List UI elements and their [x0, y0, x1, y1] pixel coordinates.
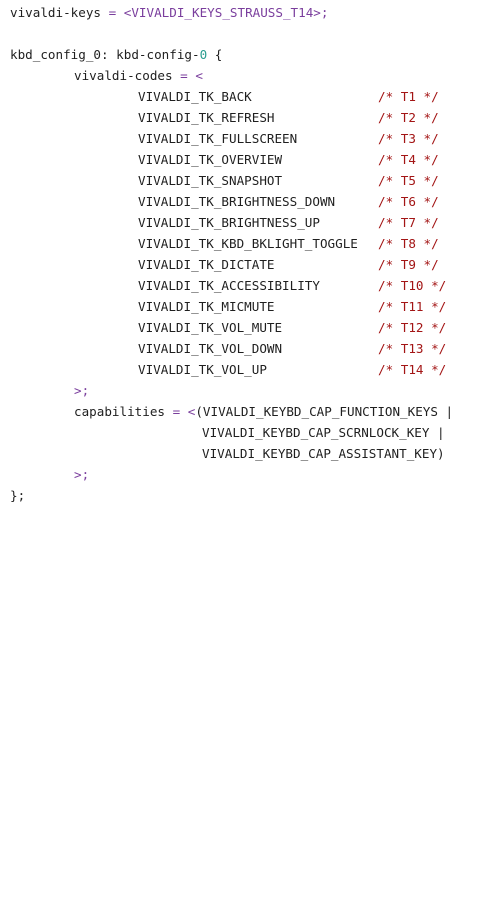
code-line-key: VIVALDI_TK_SNAPSHOT — [138, 170, 282, 191]
keys-equals: = — [101, 5, 124, 20]
caps-close: >; — [74, 467, 90, 482]
keys-value: <VIVALDI_KEYS_STRAUSS_T14> — [123, 5, 321, 20]
caps-value-3: VIVALDI_KEYBD_CAP_ASSISTANT_KEY) — [202, 446, 445, 461]
caps-value-1: (VIVALDI_KEYBD_CAP_FUNCTION_KEYS | — [195, 404, 454, 419]
codes-open-angle: < — [195, 68, 203, 83]
key-comment: /* T14 */ — [378, 362, 447, 377]
keys-property-name: vivaldi-keys — [10, 5, 101, 20]
code-line-kbd-config: kbd_config_0: kbd-config-0 { — [10, 44, 222, 65]
caps-property-name: capabilities — [74, 404, 165, 419]
code-line-capabilities: capabilities = <(VIVALDI_KEYBD_CAP_FUNCT… — [74, 401, 453, 422]
key-comment: /* T6 */ — [378, 194, 439, 209]
key-code-name: VIVALDI_TK_DICTATE — [138, 257, 275, 272]
key-comment: /* T9 */ — [378, 257, 439, 272]
code-line-key: VIVALDI_TK_DICTATE — [138, 254, 274, 275]
key-code-name: VIVALDI_TK_REFRESH — [138, 110, 275, 125]
key-comment: /* T13 */ — [378, 341, 447, 356]
key-comment: /* T11 */ — [378, 299, 447, 314]
code-line-key: VIVALDI_TK_BRIGHTNESS_DOWN — [138, 191, 335, 212]
code-line-vivaldi-codes: vivaldi-codes = < — [74, 65, 203, 86]
key-code-name: VIVALDI_TK_VOL_UP — [138, 362, 267, 377]
key-code-name: VIVALDI_TK_ACCESSIBILITY — [138, 278, 320, 293]
code-line-key: VIVALDI_TK_OVERVIEW — [138, 149, 282, 170]
config-node-number: 0 — [199, 47, 208, 62]
keys-semicolon: ; — [320, 5, 329, 20]
key-comment: /* T3 */ — [378, 131, 439, 146]
codes-equals: = — [172, 68, 196, 83]
key-comment: /* T7 */ — [378, 215, 439, 230]
key-comment: /* T5 */ — [378, 173, 439, 188]
code-line-key: VIVALDI_TK_KBD_BKLIGHT_TOGGLE — [138, 233, 358, 254]
key-code-name: VIVALDI_TK_KBD_BKLIGHT_TOGGLE — [138, 236, 358, 251]
key-comment: /* T8 */ — [378, 236, 439, 251]
code-line-key: VIVALDI_TK_VOL_MUTE — [138, 317, 282, 338]
key-code-name: VIVALDI_TK_BACK — [138, 89, 252, 104]
key-code-name: VIVALDI_TK_BRIGHTNESS_DOWN — [138, 194, 336, 209]
code-line-key: VIVALDI_TK_BRIGHTNESS_UP — [138, 212, 320, 233]
caps-value-2: VIVALDI_KEYBD_CAP_SCRNLOCK_KEY | — [202, 425, 445, 440]
key-comment: /* T2 */ — [378, 110, 439, 125]
codes-close: >; — [74, 383, 90, 398]
code-line-key: VIVALDI_TK_MICMUTE — [138, 296, 274, 317]
code-line-key: VIVALDI_TK_VOL_DOWN — [138, 338, 282, 359]
key-code-name: VIVALDI_TK_VOL_MUTE — [138, 320, 283, 335]
key-code-name: VIVALDI_TK_VOL_DOWN — [138, 341, 283, 356]
key-code-name: VIVALDI_TK_SNAPSHOT — [138, 173, 283, 188]
key-code-name: VIVALDI_TK_BRIGHTNESS_UP — [138, 215, 320, 230]
key-comment: /* T4 */ — [378, 152, 439, 167]
code-line-key: VIVALDI_TK_FULLSCREEN — [138, 128, 297, 149]
code-line-key: VIVALDI_TK_VOL_UP — [138, 359, 267, 380]
key-comment: /* T10 */ — [378, 278, 447, 293]
code-line-key: VIVALDI_TK_REFRESH — [138, 107, 274, 128]
key-code-name: VIVALDI_TK_MICMUTE — [138, 299, 275, 314]
code-line-vivaldi-keys: vivaldi-keys = <VIVALDI_KEYS_STRAUSS_T14… — [10, 2, 328, 23]
caps-equals: = — [165, 404, 188, 419]
config-open-brace: { — [207, 47, 223, 62]
config-colon: : — [101, 47, 117, 62]
key-code-name: VIVALDI_TK_FULLSCREEN — [138, 131, 298, 146]
key-comment: /* T1 */ — [378, 89, 439, 104]
code-line-key: VIVALDI_TK_ACCESSIBILITY — [138, 275, 320, 296]
caps-open-angle: < — [187, 404, 196, 419]
config-label: kbd_config_0 — [10, 47, 101, 62]
key-comment: /* T12 */ — [378, 320, 447, 335]
config-close-brace: }; — [10, 488, 26, 503]
code-block: vivaldi-keys = <VIVALDI_KEYS_STRAUSS_T14… — [10, 2, 453, 503]
code-line-key: VIVALDI_TK_BACK — [138, 86, 252, 107]
codes-property-name: vivaldi-codes — [74, 68, 173, 83]
config-node-name: kbd-config- — [116, 47, 200, 62]
key-code-name: VIVALDI_TK_OVERVIEW — [138, 152, 283, 167]
